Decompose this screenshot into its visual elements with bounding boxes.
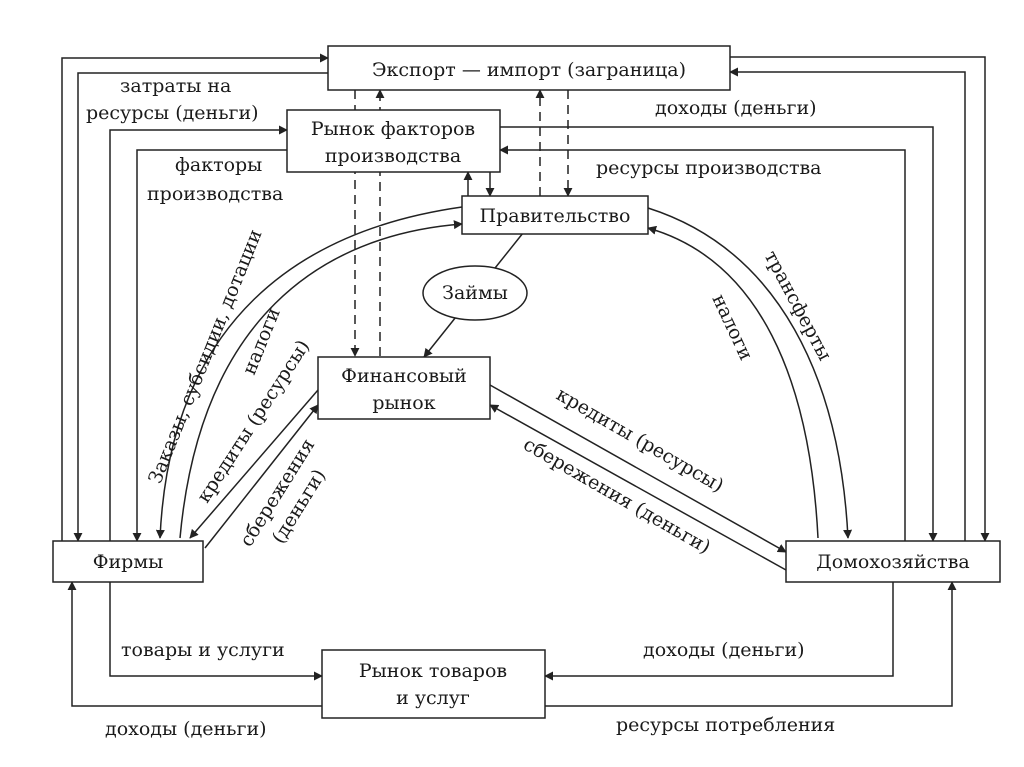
- label-transfers: трансферты: [760, 247, 836, 364]
- factor-market-label-1: Рынок факторов: [311, 118, 475, 140]
- flow-government-to-firms: [155, 206, 463, 539]
- flow-government-to-households: [647, 207, 853, 539]
- goods-market-box: [321, 649, 546, 719]
- flow-goods-market-to-firms: [67, 581, 322, 707]
- goods-market-label-2: и услуг: [396, 687, 470, 709]
- financial-market-label-2: рынок: [372, 392, 435, 414]
- label-income-bottom-left: доходы (деньги): [105, 718, 267, 740]
- label-resources-production: ресурсы производства: [596, 157, 822, 179]
- loans-ellipse: [422, 265, 528, 321]
- government-box: [461, 195, 649, 235]
- flow-financial-to-households: [489, 384, 787, 553]
- households-box: [785, 540, 1001, 583]
- factor-market-box: [286, 109, 501, 173]
- firms-label: Фирмы: [93, 551, 164, 573]
- flow-households-to-goods-market: [544, 582, 894, 681]
- flow-factor-market-to-firms: [132, 149, 287, 542]
- label-goods-services: товары и услуги: [121, 639, 285, 661]
- label-taxes-households: налоги: [707, 291, 757, 364]
- label-resource-costs-2: ресурсы (деньги): [86, 102, 259, 124]
- households-label: Домохозяйства: [816, 551, 969, 573]
- financial-market-label-1: Финансовый: [341, 365, 467, 387]
- financial-market-box: [317, 356, 491, 420]
- flow-export-to-firms: [73, 72, 328, 542]
- flow-goods-market-to-households: [545, 581, 957, 707]
- label-income-top: доходы (деньги): [655, 97, 817, 119]
- label-income-bottom-right: доходы (деньги): [643, 639, 805, 661]
- flow-households-to-government: [647, 225, 819, 539]
- label-factors-2: производства: [147, 183, 283, 205]
- flow-households-to-export: [729, 67, 966, 541]
- flow-financial-to-firms: [189, 389, 319, 539]
- flow-firms-to-financial: [204, 404, 319, 549]
- flow-firms-to-goods-market: [109, 582, 323, 681]
- government-label: Правительство: [480, 205, 631, 227]
- flow-households-to-factor-market: [499, 145, 906, 541]
- export-import-box: [327, 45, 731, 91]
- label-consumption-resources: ресурсы потребления: [616, 714, 835, 736]
- factor-market-label-2: производства: [325, 145, 461, 167]
- flow-firms-to-export: [61, 53, 329, 541]
- flow-firms-to-government: [179, 220, 463, 539]
- label-factors-1: факторы: [175, 154, 262, 176]
- firms-box: [52, 540, 204, 583]
- label-resource-costs-1: затраты на: [120, 75, 231, 97]
- loans-label: Займы: [442, 282, 508, 304]
- export-import-label: Экспорт — импорт (заграница): [372, 59, 686, 81]
- flow-firms-to-factor-market: [109, 125, 288, 541]
- flow-households-to-financial: [489, 404, 787, 571]
- flow-factor-market-to-households: [500, 126, 938, 542]
- flow-export-to-households: [730, 56, 990, 542]
- goods-market-label-1: Рынок товаров: [359, 660, 507, 682]
